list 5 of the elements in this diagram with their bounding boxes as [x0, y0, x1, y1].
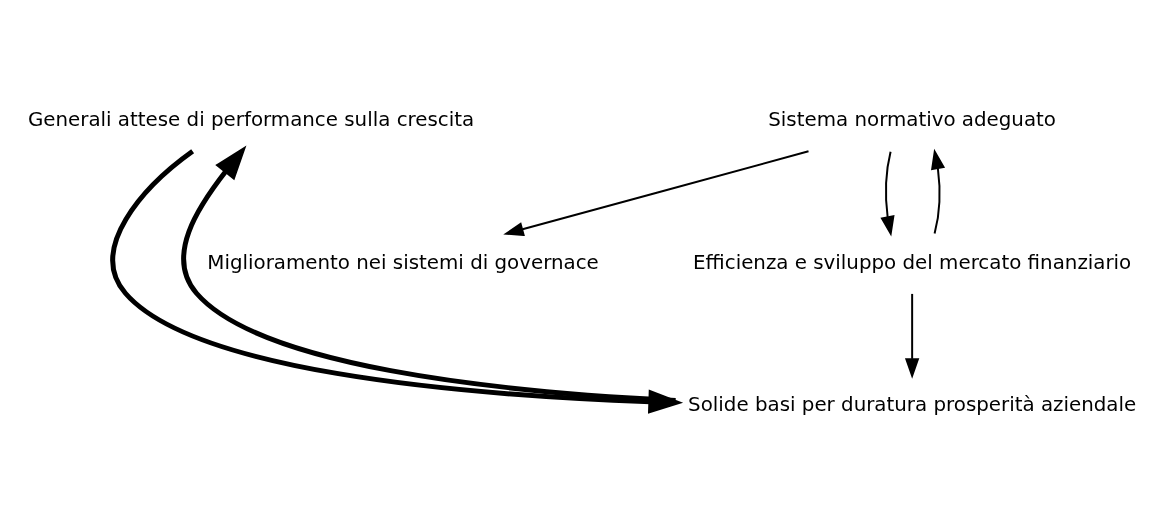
- node-text: Generali attese di performance sulla crescita: [27, 107, 475, 131]
- node-text: Miglioramento nei sistemi di governace: [207, 250, 599, 274]
- node-text: Sistema normativo adeguato: [768, 107, 1057, 131]
- node-text: Solide basi per duratura prosperità aziendale: [688, 392, 1137, 416]
- node-text: Efficienza e sviluppo del mercato finanziario: [693, 250, 1132, 274]
